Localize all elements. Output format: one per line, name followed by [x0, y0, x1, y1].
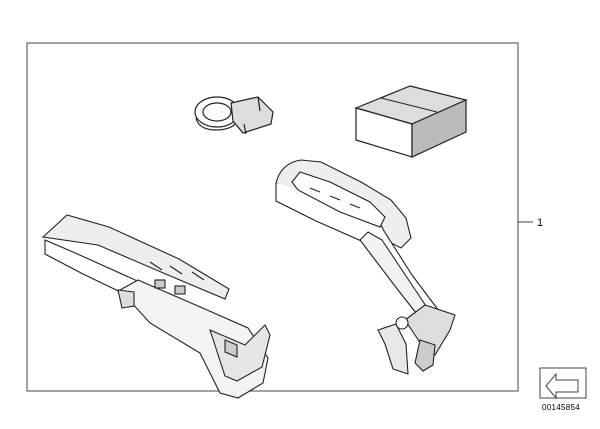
package-box-icon	[354, 85, 468, 158]
callout-label-1: 1	[537, 217, 544, 229]
drawing-code: 00145854	[542, 403, 580, 412]
diagram-frame	[26, 42, 519, 392]
orientation-arrow-icon	[539, 367, 587, 400]
cable-clip-icon	[194, 96, 274, 135]
armrest-frame-icon	[275, 159, 456, 375]
console-tray-icon	[41, 214, 271, 399]
